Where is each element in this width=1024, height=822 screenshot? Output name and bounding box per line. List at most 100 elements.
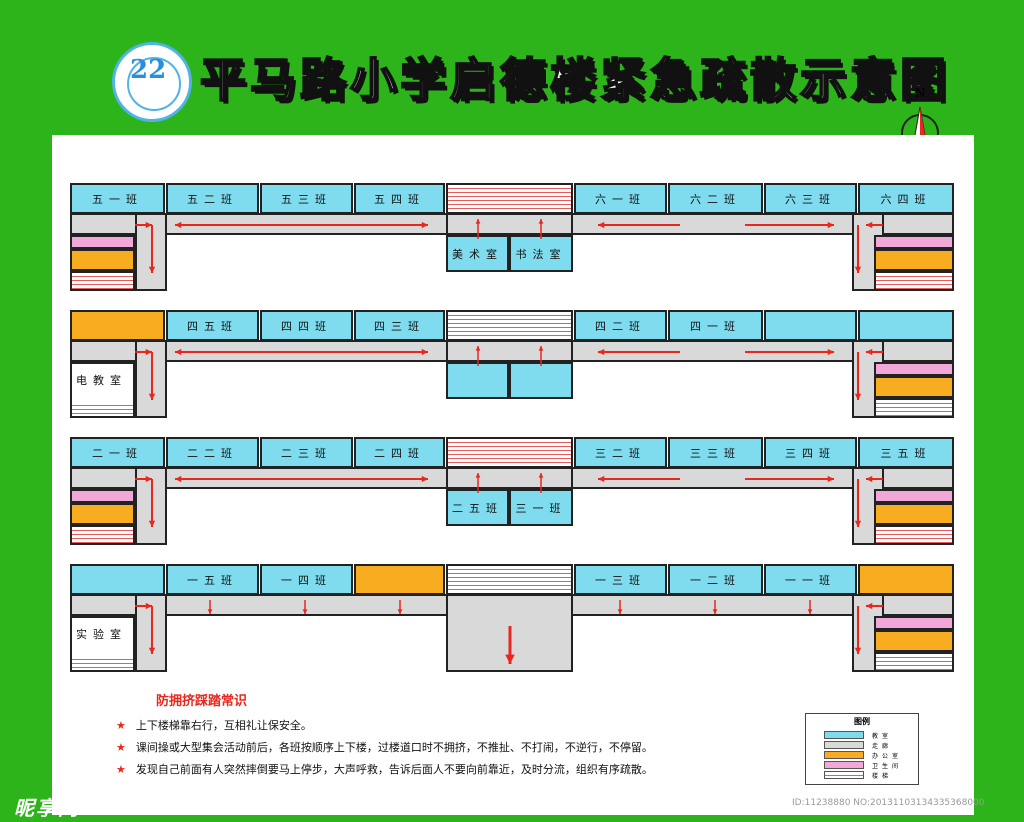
office-right — [874, 630, 954, 652]
classroom — [858, 310, 954, 341]
arrow-head — [854, 520, 862, 527]
classroom: 一一班 — [764, 564, 857, 595]
office-right — [874, 376, 954, 398]
stairwell-right — [874, 398, 954, 418]
classroom: 五二班 — [166, 183, 259, 214]
classroom — [354, 564, 445, 595]
arrow-head — [538, 346, 544, 351]
stairwell-left — [70, 271, 135, 291]
page-title: 平马路小学启德楼紧急疏散示意图 — [199, 52, 950, 108]
classroom: 三五班 — [858, 437, 954, 468]
legend-label: 卫生间 — [872, 763, 903, 770]
star-icon: ★ — [116, 719, 126, 732]
classroom: 三三班 — [668, 437, 763, 468]
classroom — [764, 310, 857, 341]
arrow-head — [807, 609, 813, 614]
arrow-head — [421, 221, 428, 229]
stairwell — [446, 437, 573, 468]
classroom: 二一班 — [70, 437, 165, 468]
arrow-head — [175, 475, 182, 483]
office-right — [874, 249, 954, 271]
legend-swatch-stairs — [824, 771, 864, 779]
stairwell-right — [874, 271, 954, 291]
classroom: 三二班 — [574, 437, 667, 468]
logo-mark: 22 — [130, 55, 167, 85]
arrow-head — [148, 393, 156, 400]
star-icon: ★ — [116, 763, 126, 776]
classroom: 一四班 — [260, 564, 353, 595]
legend-swatch-classroom — [824, 731, 864, 739]
legend-swatch-office — [824, 751, 864, 759]
stairwell — [446, 310, 573, 341]
classroom: 五一班 — [70, 183, 165, 214]
tip-item: ★上下楼梯靠右行，互相礼让保安全。 — [116, 719, 312, 732]
classroom: 四一班 — [668, 310, 763, 341]
arrow-head — [421, 475, 428, 483]
arrow-head — [148, 520, 156, 527]
classroom: 一三班 — [574, 564, 667, 595]
classroom — [858, 564, 954, 595]
arrow-head — [854, 266, 862, 273]
arrow-head — [598, 221, 605, 229]
classroom: 六三班 — [764, 183, 857, 214]
stairwell-left — [70, 402, 135, 418]
toilet-right — [874, 362, 954, 376]
arrow-head — [538, 473, 544, 478]
arrow-head — [538, 219, 544, 224]
arrow-head — [148, 647, 156, 654]
arrow-head — [866, 602, 873, 610]
classroom: 四二班 — [574, 310, 667, 341]
legend: 图例 教室 走廊 办公室 卫生间 楼梯 — [805, 713, 919, 785]
toilet-left — [70, 235, 135, 249]
arrow-head — [148, 266, 156, 273]
arrow-head — [397, 609, 403, 614]
tips-heading: 防拥挤踩踏常识 — [156, 694, 248, 709]
tip-item: ★课间操或大型集会活动前后，各班按顺序上下楼，过楼道口时不拥挤，不推扯、不打闹，… — [116, 741, 653, 754]
arrow-head — [145, 348, 152, 356]
arrow-head — [827, 475, 834, 483]
arrow-head — [475, 346, 481, 351]
classroom: 五三班 — [260, 183, 353, 214]
legend-label: 楼梯 — [872, 773, 893, 780]
office-left — [70, 503, 135, 525]
classroom: 六四班 — [858, 183, 954, 214]
compass-north-label: N — [915, 86, 926, 100]
classroom: 一五班 — [166, 564, 259, 595]
arrow-head — [712, 609, 718, 614]
stairwell-right — [874, 652, 954, 672]
arrow-head — [145, 602, 152, 610]
classroom — [70, 564, 165, 595]
classroom: 二三班 — [260, 437, 353, 468]
arrow-head — [598, 348, 605, 356]
classroom: 四三班 — [354, 310, 445, 341]
arrow-head — [145, 475, 152, 483]
watermark-url: www.nipic.com — [110, 796, 238, 814]
toilet-right — [874, 235, 954, 249]
arrow-head — [475, 219, 481, 224]
safety-tips: 防拥挤踩踏常识 ★上下楼梯靠右行，互相礼让保安全。 ★课间操或大型集会活动前后，… — [116, 690, 653, 781]
legend-swatch-corridor — [824, 741, 864, 749]
arrow-head — [866, 348, 873, 356]
classroom: 二二班 — [166, 437, 259, 468]
classroom: 四五班 — [166, 310, 259, 341]
classroom: 五四班 — [354, 183, 445, 214]
classroom: 二四班 — [354, 437, 445, 468]
arrow-head — [854, 393, 862, 400]
stairwell-left — [70, 525, 135, 545]
classroom: 三四班 — [764, 437, 857, 468]
legend-swatch-toilet — [824, 761, 864, 769]
arrow-head — [175, 221, 182, 229]
classroom: 六一班 — [574, 183, 667, 214]
stairwell — [446, 183, 573, 214]
legend-label: 走廊 — [872, 743, 893, 750]
tip-item: ★发现自己前面有人突然摔倒要马上停步，大声呼救，告诉后面人不要向前靠近，及时分流… — [116, 763, 653, 776]
legend-label: 教室 — [872, 733, 893, 740]
arrow-head — [421, 348, 428, 356]
arrow-head — [598, 475, 605, 483]
office-right — [874, 503, 954, 525]
arrow-head — [854, 647, 862, 654]
classroom: 六二班 — [668, 183, 763, 214]
arrow-head — [145, 221, 152, 229]
toilet-right — [874, 489, 954, 503]
